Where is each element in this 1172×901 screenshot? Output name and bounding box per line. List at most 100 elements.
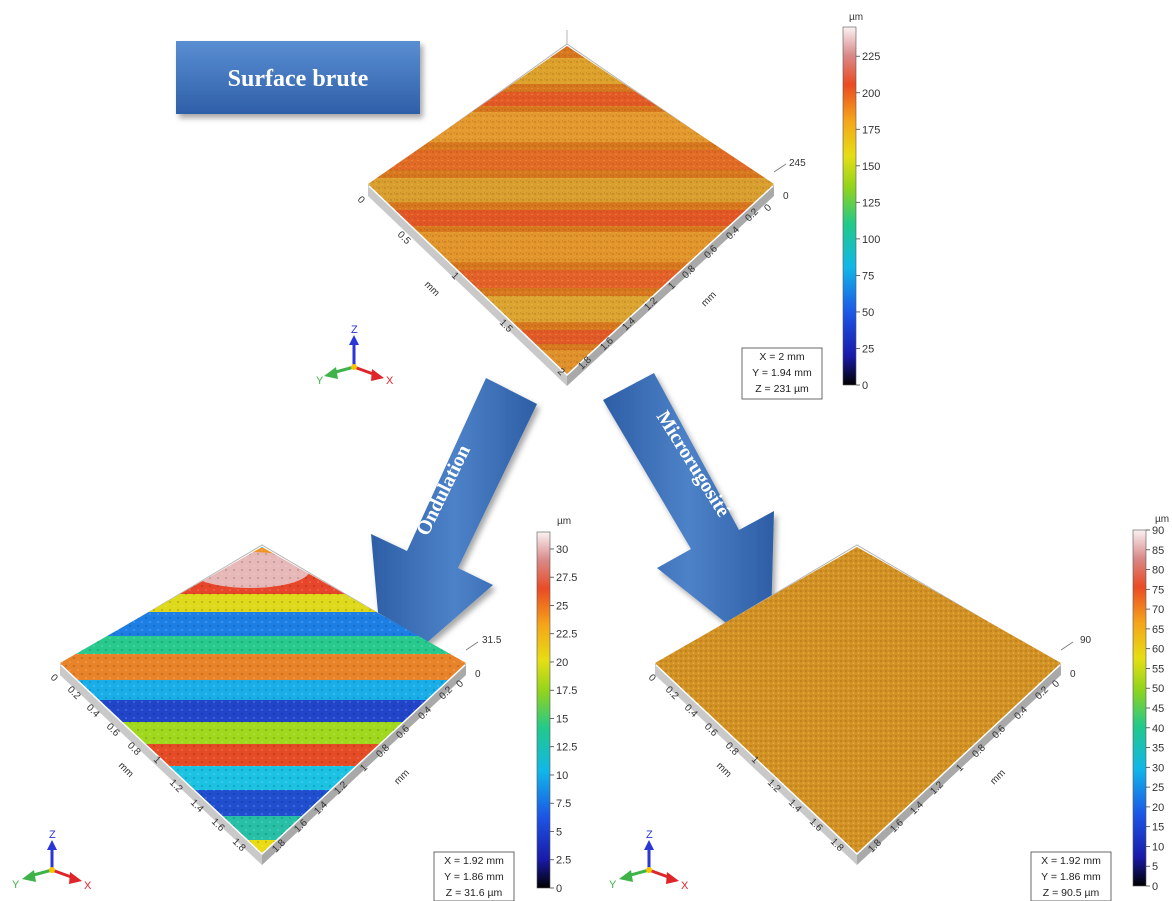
axis-z-label: Z [646, 829, 653, 841]
roughness-surface-face [655, 547, 1061, 853]
top-surface-wall-right [567, 186, 774, 386]
scale-tick-label: 45 [1152, 703, 1164, 715]
rough-right-axis: 0 0.2 0.4 0.6 0.8 1 1.2 1.4 1.6 1.8 mm [866, 678, 1062, 855]
scale-tick-label: 75 [862, 270, 874, 282]
scale-tick-label: 0 [862, 380, 868, 392]
scale-tick-label: 15 [1152, 822, 1164, 834]
scale-tick-label: 7.5 [556, 798, 571, 810]
top-z-max-label: 245 [789, 158, 806, 169]
rough-info-y: Y = 1.86 mm [1041, 871, 1101, 883]
scale-tick-label: 70 [1152, 604, 1164, 616]
scale-tick-label: 150 [862, 161, 880, 173]
scale-tick-label: 65 [1152, 624, 1164, 636]
rough-info-x: X = 1.92 mm [1041, 855, 1101, 867]
top-info-x: X = 2 mm [759, 351, 804, 363]
scale-tick-label: 40 [1152, 723, 1164, 735]
scale-tick-label: 25 [556, 600, 568, 612]
top-surface-plot: 245 0 0 0.5 1 1.5 2 mm 0 0.2 0.4 0.6 0.8… [355, 30, 806, 386]
wave-scale-unit: µm [557, 516, 571, 527]
top-right-tick: 0 [762, 202, 774, 214]
scale-tick-label: 30 [556, 544, 568, 556]
scale-tick-label: 60 [1152, 644, 1164, 656]
top-info-box: X = 2 mm Y = 1.94 mm Z = 231 µm [741, 347, 823, 400]
scale-tick-label: 175 [862, 124, 880, 136]
rough-left-tick: 0 [646, 672, 658, 684]
surface-brute-box: Surface brute [176, 41, 420, 114]
rough-left-tick: 0.8 [723, 740, 741, 758]
scale-tick-label: 15 [556, 713, 568, 725]
top-right-axis-unit: mm [699, 290, 719, 310]
axis-z-label: Z [351, 324, 358, 336]
top-info-y: Y = 1.94 mm [752, 367, 812, 379]
axis-triad-bottom-right: Z X Y [609, 829, 689, 892]
top-scale-unit: µm [849, 12, 863, 23]
scale-tick-label: 30 [1152, 762, 1164, 774]
scale-tick-label: 27.5 [556, 572, 577, 584]
scale-tick-label: 25 [1152, 782, 1164, 794]
wave-left-tick: 1.8 [230, 836, 248, 854]
scale-tick-label: 5 [1152, 861, 1158, 873]
axis-y-label: Y [609, 879, 617, 891]
top-info-z: Z = 231 µm [755, 383, 809, 395]
scale-tick-label: 225 [862, 51, 880, 63]
scale-tick-label: 20 [556, 657, 568, 669]
rough-info-z: Z = 90.5 µm [1043, 887, 1100, 899]
wave-left-axis-unit: mm [116, 760, 136, 780]
scale-tick-label: 50 [1152, 683, 1164, 695]
scale-tick-label: 22.5 [556, 629, 577, 641]
rough-right-tick: 0.4 [1012, 704, 1030, 722]
top-color-bar [842, 26, 857, 386]
top-surface-wall-left [368, 186, 567, 386]
scale-tick-label: 20 [1152, 802, 1164, 814]
scale-tick-label: 10 [556, 770, 568, 782]
top-z-zero-label: 0 [783, 191, 789, 202]
scale-tick-label: 12.5 [556, 742, 577, 754]
scale-tick-label: 5 [556, 826, 562, 838]
wave-left-tick: 1.6 [209, 816, 227, 834]
wave-info-y: Y = 1.86 mm [444, 871, 504, 883]
rough-z-max-label: 90 [1080, 635, 1092, 646]
wave-z-zero-label: 0 [475, 669, 481, 680]
top-left-axis-unit: mm [422, 279, 442, 299]
wave-left-tick: 0 [48, 672, 60, 684]
rough-scale-unit: µm [1155, 514, 1169, 525]
scale-tick-label: 0 [1152, 881, 1158, 893]
scale-tick-label: 200 [862, 88, 880, 100]
rough-z-zero-label: 0 [1070, 669, 1076, 680]
arrow-ondulation: Ondulation [371, 378, 537, 680]
wave-info-box: X = 1.92 mm Y = 1.86 mm Z = 31.6 µm [433, 851, 515, 901]
scale-tick-label: 35 [1152, 743, 1164, 755]
rough-right-tick: 0.2 [1033, 684, 1051, 702]
rough-right-axis-unit: mm [988, 768, 1008, 788]
scale-tick-label: 0 [556, 883, 562, 895]
scale-tick-label: 25 [862, 343, 874, 355]
scale-tick-label: 125 [862, 197, 880, 209]
wave-info-x: X = 1.92 mm [444, 855, 504, 867]
axis-y-label: Y [316, 375, 324, 387]
axis-z-label: Z [49, 829, 56, 841]
top-color-scale: µm 225 200 175 150 125 100 75 50 25 0 [842, 12, 880, 392]
scale-tick-label: 55 [1152, 663, 1164, 675]
scale-tick-label: 85 [1152, 545, 1164, 557]
scale-tick-label: 75 [1152, 584, 1164, 596]
scale-tick-label: 10 [1152, 841, 1164, 853]
wave-right-axis-unit: mm [392, 768, 412, 788]
scale-tick-label: 50 [862, 307, 874, 319]
surface-brute-label: Surface brute [228, 66, 369, 92]
wave-info-z: Z = 31.6 µm [446, 887, 503, 899]
scale-tick-label: 100 [862, 234, 880, 246]
axis-y-label: Y [12, 879, 20, 891]
rough-left-axis-unit: mm [714, 760, 734, 780]
scale-tick-label: 17.5 [556, 685, 577, 697]
axis-x-label: X [681, 880, 689, 892]
top-left-tick: 0 [355, 194, 367, 206]
axis-triad-bottom-left: Z X Y [12, 829, 92, 892]
wave-color-scale: µm 30 27.5 25 22.5 20 17.5 15 12.5 10 7.5 5 2.5 0 [536, 516, 577, 895]
wave-z-max-label: 31.5 [482, 635, 502, 646]
rough-info-box: X = 1.92 mm Y = 1.86 mm Z = 90.5 µm [1030, 851, 1112, 901]
scale-tick-label: 80 [1152, 565, 1164, 577]
scale-tick-label: 2.5 [556, 855, 571, 867]
axis-x-label: X [386, 375, 394, 387]
